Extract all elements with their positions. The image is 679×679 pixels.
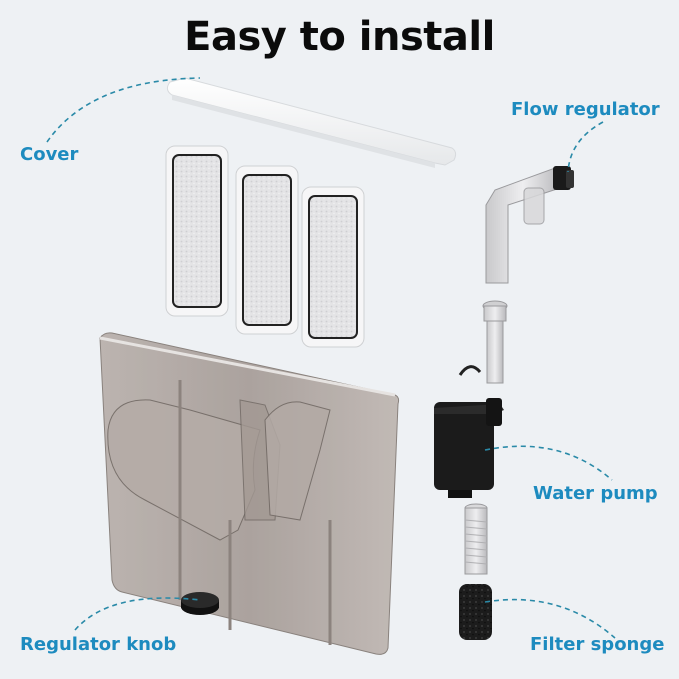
- flow-regulator-leader: [567, 121, 604, 173]
- filter-sponge-part: [459, 584, 492, 640]
- label-cover: Cover: [20, 144, 79, 165]
- intake-tube-part: [482, 300, 508, 384]
- regulator-knob-part: [181, 592, 219, 615]
- flow-regulator-part: [485, 166, 574, 284]
- filter-cartridges: [165, 145, 365, 348]
- leader-lines: [46, 77, 616, 639]
- filter-cartridge-1: [165, 145, 229, 317]
- filter-cartridge-3: [301, 186, 365, 348]
- filter-box: [99, 332, 400, 655]
- water-pump-part: [434, 365, 504, 498]
- label-filter-sponge: Filter sponge: [530, 634, 665, 655]
- cover-leader: [46, 77, 201, 143]
- filter-sponge-leader: [484, 598, 616, 639]
- label-regulator-knob: Regulator knob: [20, 634, 177, 655]
- filter-cartridge-2: [235, 165, 299, 335]
- label-flow-regulator: Flow regulator: [511, 99, 660, 120]
- strainer-part: [464, 503, 488, 575]
- cover-part: [166, 77, 457, 168]
- page-title: Easy to install: [184, 14, 495, 60]
- regulator-knob-leader: [74, 597, 201, 631]
- label-water-pump: Water pump: [533, 483, 658, 504]
- water-pump-leader: [484, 445, 613, 481]
